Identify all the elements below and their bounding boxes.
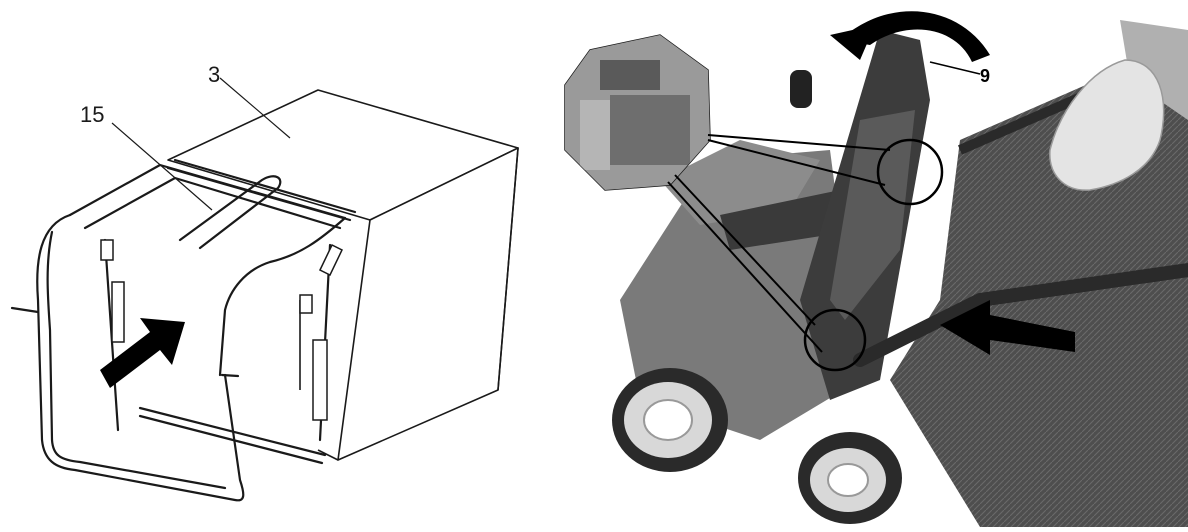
gloved-hand [1049,59,1165,191]
handle-knob [790,70,812,108]
clip-sleeve [312,339,328,421]
bag-bottom-edge [317,449,339,461]
clip [100,239,114,261]
mower-photo-illustration: 9 [560,0,1188,527]
frame-pin [10,306,40,314]
callout-label-3: 3 [208,62,220,87]
frame-bottom-rail [138,406,327,457]
callout-leader-9 [929,61,981,75]
grass-bag-line-art: 3 15 [10,62,519,502]
bag-frame [10,158,357,502]
frame-bottom-rail-2 [138,414,324,465]
carry-handle [178,175,282,250]
clip [299,294,313,314]
callout-leader-3 [219,77,291,139]
detail-circle-lower [803,308,867,372]
bag-edge [497,147,519,391]
bag-frame-bar [853,263,1188,367]
grass-bag-assembly-drawing: 3 15 [0,0,560,527]
frame-top-rail [68,163,347,220]
sleeve [1120,20,1188,120]
frame-inner-loop [46,230,227,490]
frame-pin-2 [220,373,240,378]
frame-right-loop [218,216,347,377]
rotate-arrow-head [830,25,875,60]
detail-leaders [667,134,891,353]
callout-label-9: 9 [980,66,990,86]
frame-crossbar [173,158,357,214]
rear-flap-inner [830,110,915,320]
insert-arrow [100,318,185,388]
frame-crossbar-2 [166,166,352,222]
detail-circle-upper [876,138,944,206]
rear-wheel [798,432,902,524]
rotate-arrow [840,11,990,62]
clip-hinge [319,243,343,277]
frame-clips [100,239,343,421]
bag-side-face [337,147,519,461]
callout-label-15: 15 [80,102,104,127]
detail-inset [564,34,711,191]
front-wheel [612,368,728,472]
frame-left-loop [36,213,245,502]
clip-sleeve [111,281,125,343]
insert-arrow [940,300,1075,355]
callout-leader-15 [111,122,213,211]
mower-installation-photo: 9 [560,0,1188,527]
